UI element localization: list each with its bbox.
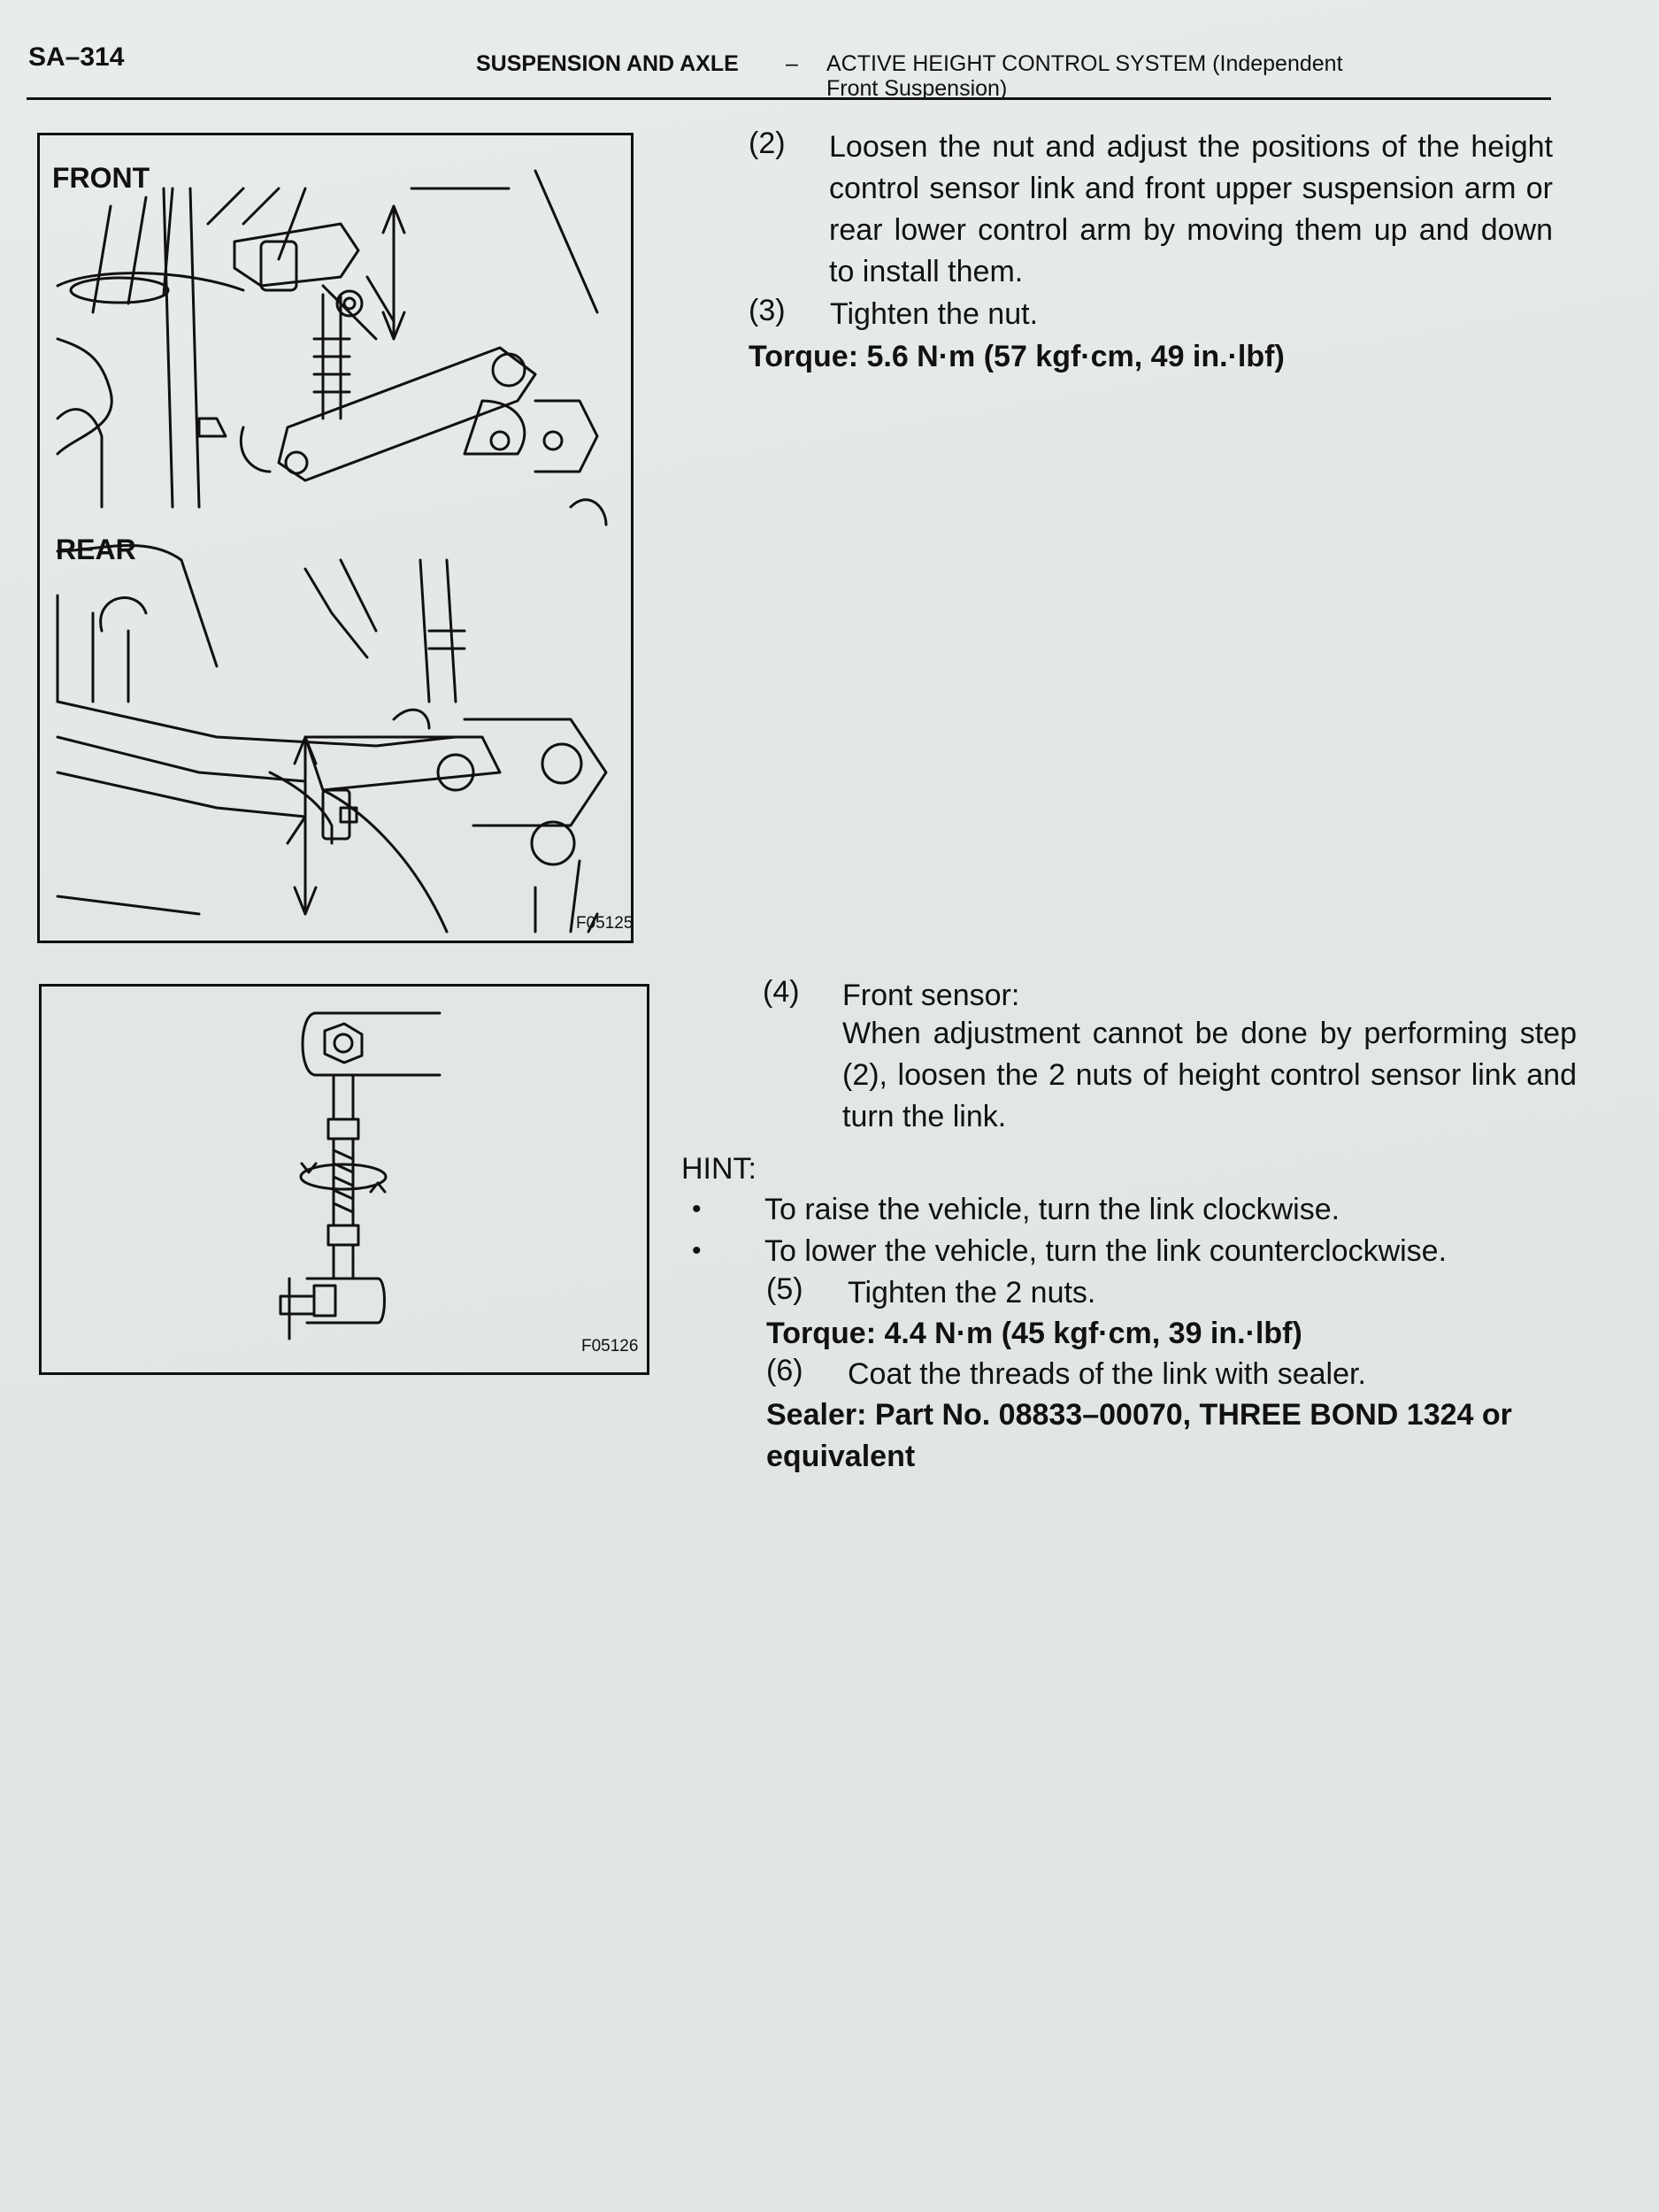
step-number: (6) <box>766 1354 803 1387</box>
hint-bullet: To lower the vehicle, turn the link coun… <box>764 1234 1448 1268</box>
step-title: Front sensor: <box>842 979 1020 1012</box>
suspension-illustration <box>56 169 608 933</box>
bullet-dot: • <box>692 1236 702 1265</box>
step-number: (2) <box>749 127 786 160</box>
figure-code: F05125 <box>576 914 634 933</box>
step-text: Loosen the nut and adjust the positions … <box>829 130 1553 288</box>
figure-code: F05126 <box>581 1337 639 1356</box>
bullet-dot: • <box>692 1194 702 1224</box>
torque-spec: Torque: 4.4 N·m (45 kgf·cm, 39 in.·lbf) <box>766 1317 1302 1350</box>
sensor-link-illustration <box>279 1011 442 1340</box>
hint-bullet: To raise the vehicle, turn the link cloc… <box>764 1193 1340 1226</box>
step-text: Tighten the 2 nuts. <box>848 1276 1096 1310</box>
step-number: (3) <box>749 294 786 327</box>
step-text: Tighten the nut. <box>830 297 1039 331</box>
step-text: When adjustment cannot be done by perfor… <box>842 1017 1577 1133</box>
header-dash: – <box>786 51 798 76</box>
header-rule <box>27 97 1551 100</box>
subsection-title-line2: Front Suspension) <box>826 76 1008 101</box>
hint-label: HINT: <box>681 1152 757 1186</box>
label-front: FRONT <box>52 162 150 194</box>
page-number: SA–314 <box>28 42 125 72</box>
step-number: (4) <box>763 975 800 1009</box>
section-title: SUSPENSION AND AXLE <box>476 51 739 76</box>
step-text: Coat the threads of the link with sealer… <box>848 1357 1366 1391</box>
torque-spec: Torque: 5.6 N·m (57 kgf·cm, 49 in.·lbf) <box>749 340 1285 373</box>
subsection-title-line1: ACTIVE HEIGHT CONTROL SYSTEM (Independen… <box>826 51 1343 76</box>
label-rear: REAR <box>56 534 136 565</box>
step-number: (5) <box>766 1272 803 1306</box>
figure-front-rear-sensor: FRONT REAR F05125 <box>37 133 634 943</box>
sealer-spec: Sealer: Part No. 08833–00070, THREE BOND… <box>766 1398 1512 1473</box>
figure-sensor-link: F05126 <box>39 984 649 1375</box>
